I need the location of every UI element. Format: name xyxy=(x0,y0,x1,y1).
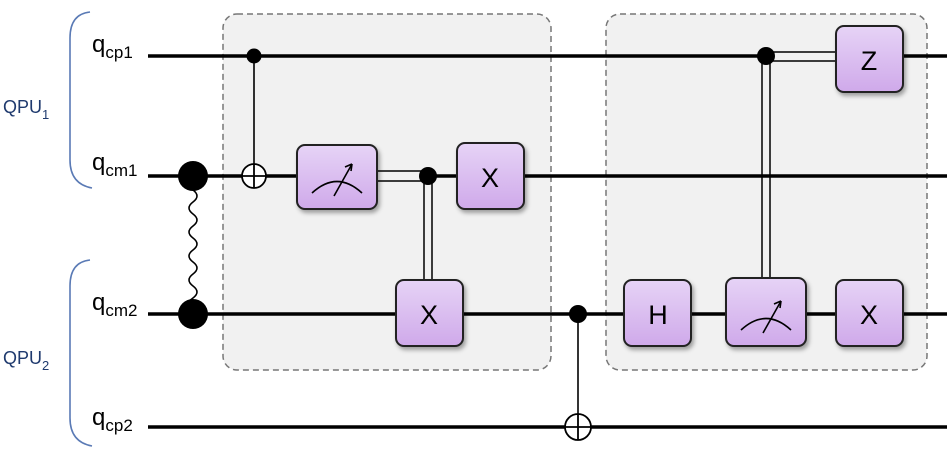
x-gate-cm2-final-label: X xyxy=(860,300,878,330)
qubit-label-cm2: qcm2 xyxy=(92,289,137,320)
entanglement-link xyxy=(188,189,198,304)
x-gate-cm2 xyxy=(395,279,464,347)
meter-icon-cm1 xyxy=(311,163,363,197)
entanglement-dot-cm2 xyxy=(178,299,208,329)
qpu2-label: QPU2 xyxy=(3,348,49,373)
x-gate-cm1-label: X xyxy=(481,163,499,193)
teleport-block-left xyxy=(222,13,552,371)
classical-control-cm1 xyxy=(419,167,437,185)
cnot-control-cp1 xyxy=(246,48,262,64)
h-gate-cm2 xyxy=(623,279,692,347)
cnot-target-cp2 xyxy=(564,413,592,441)
meter-icon-cm2 xyxy=(740,300,792,334)
cnot-target-cm1 xyxy=(241,163,267,189)
classical-control-cp1 xyxy=(757,47,775,65)
cnot-control-cm2 xyxy=(569,305,587,323)
x-gate-cm2-label: X xyxy=(420,300,438,330)
qubit-label-cp1: qcp1 xyxy=(92,31,133,62)
z-gate-cp1-label: Z xyxy=(861,46,878,76)
measure-gate-cm1 xyxy=(296,144,378,210)
qpu2-brace xyxy=(69,259,93,447)
qubit-label-cp2: qcp2 xyxy=(92,404,133,435)
z-gate-cp1 xyxy=(835,25,904,93)
measure-gate-cm2 xyxy=(725,277,807,347)
x-gate-cm2-final xyxy=(835,279,904,347)
x-gate-cm1 xyxy=(456,142,525,210)
qpu1-brace xyxy=(69,11,93,189)
qubit-label-cm1: qcm1 xyxy=(92,149,137,180)
h-gate-cm2-label: H xyxy=(648,300,668,330)
qpu1-label: QPU1 xyxy=(3,97,49,122)
entanglement-dot-cm1 xyxy=(178,161,208,191)
